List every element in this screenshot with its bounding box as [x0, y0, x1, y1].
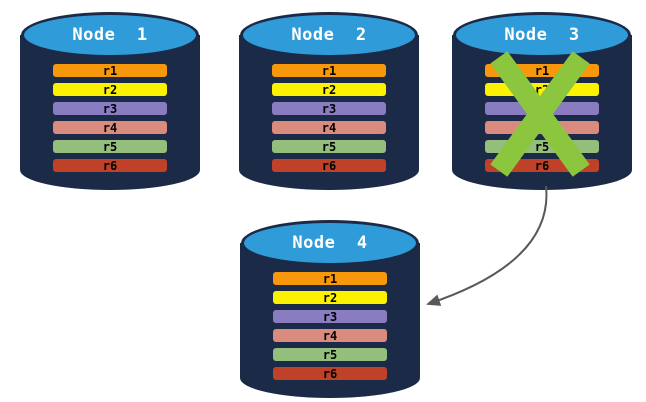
- node-1-row-r3: r3: [53, 102, 167, 115]
- node-2-rows: r1 r2 r3 r4 r5 r6: [272, 64, 386, 172]
- node-1-row-r6: r6: [53, 159, 167, 172]
- node-1-rows: r1 r2 r3 r4 r5 r6: [53, 64, 167, 172]
- node-3-top-ellipse: Node 3: [453, 12, 631, 58]
- node-2-row-r3: r3: [272, 102, 386, 115]
- node-4-row-r5: r5: [273, 348, 387, 361]
- node-1-row-r2: r2: [53, 83, 167, 96]
- node-4-rows: r1 r2 r3 r4 r5 r6: [273, 272, 387, 380]
- node-2-title: Node 2: [291, 25, 367, 45]
- node-1-row-r1: r1: [53, 64, 167, 77]
- node-2-row-r1: r1: [272, 64, 386, 77]
- node-4-cylinder: Node 4 r1 r2 r3 r4 r5 r6: [240, 216, 420, 398]
- node-4-row-r4: r4: [273, 329, 387, 342]
- node-2-cylinder: Node 2 r1 r2 r3 r4 r5 r6: [239, 8, 419, 190]
- arrow-curve: [426, 185, 548, 306]
- node-4-row-r2: r2: [273, 291, 387, 304]
- node-4-row-r6: r6: [273, 367, 387, 380]
- node-1-row-r5: r5: [53, 140, 167, 153]
- node-1-title: Node 1: [72, 25, 148, 45]
- failure-x-icon: [490, 50, 590, 177]
- node-2-row-r4: r4: [272, 121, 386, 134]
- node-1-top-ellipse: Node 1: [21, 12, 199, 58]
- node-1-row-r4: r4: [53, 121, 167, 134]
- node-4-top-ellipse: Node 4: [241, 220, 419, 266]
- node-4-row-r1: r1: [273, 272, 387, 285]
- node-4-title: Node 4: [292, 233, 368, 253]
- node-2-top-ellipse: Node 2: [240, 12, 418, 58]
- node-3-cylinder: Node 3 r1 r2 r3 r4 r5 r6: [452, 8, 632, 190]
- node-2-row-r5: r5: [272, 140, 386, 153]
- node-2-row-r2: r2: [272, 83, 386, 96]
- node-1-cylinder: Node 1 r1 r2 r3 r4 r5 r6: [20, 8, 200, 190]
- node-2-row-r6: r6: [272, 159, 386, 172]
- node-4-row-r3: r3: [273, 310, 387, 323]
- node-3-title: Node 3: [504, 25, 580, 45]
